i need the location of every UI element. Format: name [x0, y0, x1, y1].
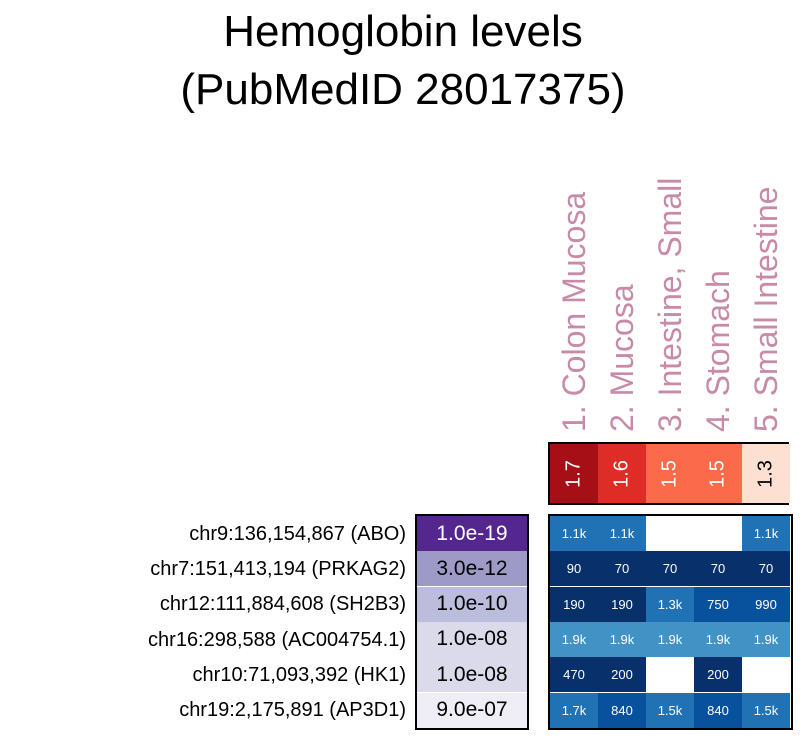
- heatmap-cell: 840: [598, 692, 646, 728]
- pvalue-cell: 1.0e-19: [417, 516, 527, 551]
- tissue-value-cell: 1.3: [742, 444, 790, 503]
- tissue-value-label: 1.7: [562, 459, 585, 488]
- heatmap-cell: 1.9k: [550, 621, 598, 657]
- heatmap-cell: 70: [742, 551, 790, 587]
- heatmap-cell: 1.9k: [694, 621, 742, 657]
- heatmap-cell: 840: [694, 692, 742, 728]
- row-label: chr9:136,154,867 (ABO): [189, 522, 406, 545]
- heatmap-cell: 1.3k: [646, 586, 694, 622]
- tissue-value-label: 1.5: [706, 459, 729, 488]
- heatmap-cell: 190: [550, 586, 598, 622]
- heatmap-cell: 1.5k: [646, 692, 694, 728]
- column-label: 1. Colon Mucosa: [556, 191, 592, 432]
- chart-title: Hemoglobin levels: [223, 7, 583, 56]
- heatmap-cell: 190: [598, 586, 646, 622]
- column-label: 2. Mucosa: [604, 284, 640, 432]
- heatmap-cell: [742, 657, 790, 693]
- column-label: 4. Stomach: [700, 270, 736, 432]
- heatmap-cell: 1.1k: [550, 516, 598, 551]
- heatmap-cell: 70: [598, 551, 646, 587]
- column-label: 3. Intestine, Small: [652, 177, 688, 432]
- row-label: chr16:298,588 (AC004754.1): [148, 628, 406, 651]
- row-label: chr12:111,884,608 (SH2B3): [159, 593, 406, 616]
- heatmap-cell: [646, 657, 694, 693]
- pvalue-cell: 3.0e-12: [417, 551, 527, 587]
- heatmap-cell: 1.9k: [598, 621, 646, 657]
- heatmap-cell: 1.5k: [742, 692, 790, 728]
- tissue-value-cell: 1.5: [694, 444, 742, 503]
- heatmap-cell: 1.9k: [646, 621, 694, 657]
- row-label: chr10:71,093,392 (HK1): [192, 663, 406, 686]
- chart-subtitle: (PubMedID 28017375): [180, 65, 626, 114]
- heatmap-cell: 470: [550, 657, 598, 693]
- heatmap-cell: 1.1k: [598, 516, 646, 551]
- heatmap-cell: 200: [598, 657, 646, 693]
- heatmap-cell: 1.7k: [550, 692, 598, 728]
- heatmap-cell: 1.9k: [742, 621, 790, 657]
- heatmap-cell: 1.1k: [742, 516, 790, 551]
- row-label: chr19:2,175,891 (AP3D1): [179, 699, 406, 722]
- row-label: chr7:151,413,194 (PRKAG2): [150, 557, 406, 580]
- heatmap-cell: 70: [646, 551, 694, 587]
- tissue-value-cell: 1.6: [598, 444, 646, 503]
- tissue-value-label: 1.6: [610, 459, 633, 488]
- heatmap-cell: 200: [694, 657, 742, 693]
- tissue-value-label: 1.5: [658, 459, 681, 488]
- tissue-value-cell: 1.7: [550, 444, 598, 503]
- pvalue-cell: 1.0e-08: [417, 657, 527, 693]
- tissue-value-cell: 1.5: [646, 444, 694, 503]
- pvalue-cell: 1.0e-08: [417, 621, 527, 657]
- column-label: 5. Small Intestine: [748, 186, 784, 432]
- tissue-value-label: 1.3: [754, 459, 777, 488]
- heatmap-cell: 990: [742, 586, 790, 622]
- heatmap-cell: [646, 516, 694, 551]
- heatmap-cell: 90: [550, 551, 598, 587]
- pvalue-cell: 1.0e-10: [417, 586, 527, 622]
- heatmap-cell: 70: [694, 551, 742, 587]
- heatmap-cell: 750: [694, 586, 742, 622]
- pvalue-cell: 9.0e-07: [417, 692, 527, 728]
- tissue-effect-strip: 1.7 1.6 1.5 1.5 1.3: [548, 442, 790, 505]
- heatmap-cell: [694, 516, 742, 551]
